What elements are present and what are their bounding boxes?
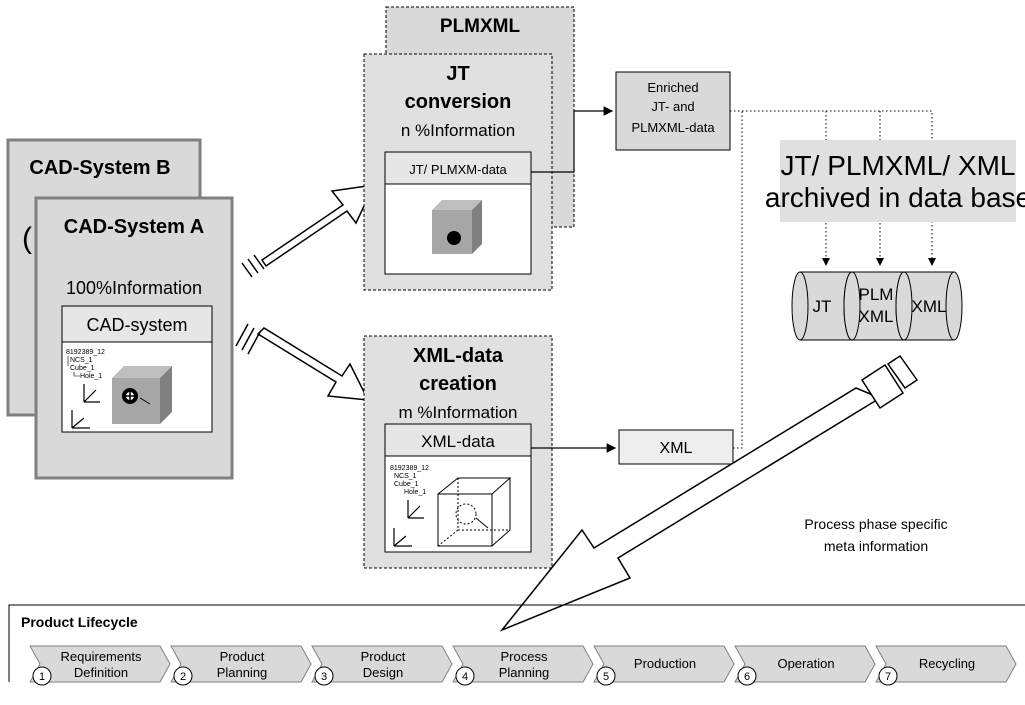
db-plm-line2: XML <box>859 307 894 326</box>
product-lifecycle: Product Lifecycle RequirementsDefinition… <box>8 604 1025 686</box>
db-plm-line1: PLM <box>859 285 894 304</box>
xml-tree-cube: Cube_1 <box>394 481 419 488</box>
xml-info-text: m %Information <box>398 403 517 422</box>
lifecycle-phase-line1: Product <box>220 649 265 664</box>
lifecycle-phase-line2: Design <box>363 665 403 680</box>
xml-title-line1: XML-data <box>413 345 504 367</box>
xml-tree-ncs: NCS_1 <box>394 473 417 480</box>
lifecycle-chevron <box>311 645 453 683</box>
enriched-data-box: Enriched JT- and PLMXML-data <box>615 71 731 151</box>
lifecycle-chevron <box>734 645 876 683</box>
big-diagonal-arrow <box>499 354 919 632</box>
lifecycle-chevron <box>593 645 735 683</box>
xml-inner-title: XML-data <box>421 432 495 451</box>
archive-label: JT/ PLMXML/ XML archived in data base <box>765 140 1025 222</box>
archive-line2: archived in data base <box>765 182 1025 213</box>
xml-title-line2: creation <box>419 373 497 395</box>
archive-line1: JT/ PLMXML/ XML <box>781 150 1016 181</box>
lifecycle-chevron <box>452 645 594 683</box>
cad-system-b-title: CAD-System B <box>29 157 170 179</box>
meta-line1: Process phase specific <box>804 516 947 532</box>
cad-b-bracket: ( <box>22 222 32 255</box>
database-cylinders: JT PLM XML XML <box>791 271 963 341</box>
phase-number: 1 <box>39 671 45 683</box>
jt-info-text: n %Information <box>401 121 515 140</box>
xml-axes-icon <box>393 500 424 547</box>
xml-tree-root: 8192389_12 <box>390 465 429 472</box>
lifecycle-phase-6: Operation 6 <box>734 645 876 686</box>
lifecycle-chevron <box>875 645 1017 683</box>
cad-tree-cube: Cube_1 <box>70 365 95 372</box>
phase-number-circle <box>32 666 52 686</box>
lifecycle-phase-5: Production 5 <box>593 645 735 686</box>
dotted-connectors <box>730 110 933 449</box>
phase-number: 2 <box>180 671 186 683</box>
enriched-line3: PLMXML-data <box>631 120 715 135</box>
lifecycle-title: Product Lifecycle <box>21 614 138 630</box>
phase-number: 5 <box>603 671 609 683</box>
db-xml-cylinder: XML <box>895 271 963 341</box>
meta-line2: meta information <box>824 538 928 554</box>
enriched-line1: Enriched <box>647 80 698 95</box>
phase-number: 7 <box>885 671 891 683</box>
hollow-arrow-lower <box>235 323 370 401</box>
wireframe-cube-icon <box>437 477 512 547</box>
axes-icon <box>71 384 100 429</box>
jt-inner-title: JT/ PLMXM-data <box>409 162 507 177</box>
cad-tree-root: 8192389_12 <box>66 349 105 356</box>
lifecycle-phase-line2: Planning <box>499 665 550 680</box>
jt-cube-icon <box>432 200 482 254</box>
lifecycle-phase-label: Operation <box>777 656 834 671</box>
phase-number: 3 <box>321 671 327 683</box>
lifecycle-chevron <box>170 645 312 683</box>
jt-title-line1: JT <box>446 63 469 85</box>
phase-number-circle <box>455 666 475 686</box>
lifecycle-phase-label: Recycling <box>919 656 975 671</box>
lifecycle-chevron <box>29 645 171 683</box>
plmxml-title: PLMXML <box>440 16 521 37</box>
db-jt-label: JT <box>813 297 832 316</box>
cad-inner-title: CAD-system <box>86 315 187 335</box>
hollow-arrow-upper <box>241 184 376 278</box>
xml-output-box: XML <box>618 429 734 465</box>
lifecycle-phases: RequirementsDefinition1ProductPlanning2P… <box>29 645 1017 686</box>
enriched-line2: JT- and <box>651 99 694 114</box>
lifecycle-phase-7: Recycling 7 <box>875 645 1017 686</box>
cad-tree-hole: Hole_1 <box>80 373 102 380</box>
phase-number: 6 <box>744 671 750 683</box>
phase-number-circle <box>878 666 898 686</box>
xml-output-label: XML <box>660 440 693 457</box>
xml-creation-box: XML-data creation m %Information XML-dat… <box>363 335 553 569</box>
dotted-arrowheads <box>822 258 936 266</box>
lifecycle-phase-label: Production <box>634 656 696 671</box>
phase-number-circle <box>596 666 616 686</box>
lifecycle-phase-line2: Definition <box>74 665 128 680</box>
cube-icon <box>112 366 172 424</box>
lifecycle-phase-line2: Planning <box>217 665 268 680</box>
cad-tree-ncs: NCS_1 <box>70 357 93 364</box>
jt-conversion-box: JT conversion n %Information JT/ PLMXM-d… <box>363 53 553 291</box>
db-xml-label: XML <box>912 297 947 316</box>
xml-tree-hole: Hole_1 <box>404 489 426 496</box>
jt-title-line2: conversion <box>405 91 512 113</box>
lifecycle-phase-line1: Product <box>361 649 406 664</box>
cad-system-a-box: CAD-System A 100%Information CAD-system … <box>34 196 234 480</box>
cad-info-text: 100%Information <box>66 278 202 298</box>
phase-number: 4 <box>462 671 468 683</box>
phase-number-circle <box>173 666 193 686</box>
jt-to-enriched-arrow <box>531 106 614 173</box>
lifecycle-phase-line1: Process <box>501 649 548 664</box>
lifecycle-phase-line1: Requirements <box>61 649 142 664</box>
phase-number-circle <box>737 666 757 686</box>
phase-number-circle <box>314 666 334 686</box>
cad-system-a-title: CAD-System A <box>64 216 204 238</box>
